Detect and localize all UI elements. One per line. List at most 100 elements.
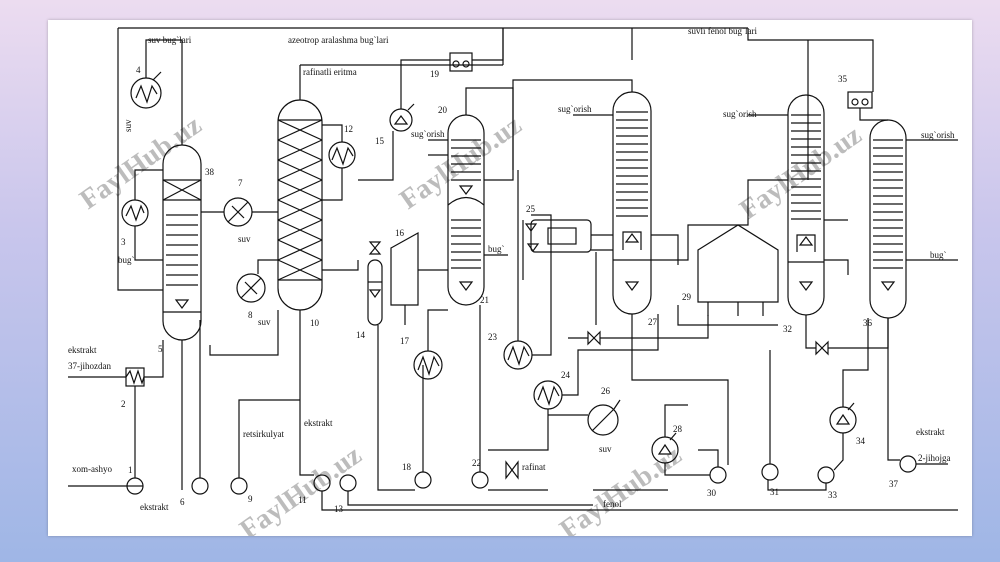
exchanger-8 — [236, 273, 266, 303]
label-sug-orish-25: sug`orish — [558, 104, 592, 114]
column-32 — [787, 94, 825, 316]
num-5: 5 — [158, 344, 163, 354]
drum-35 — [847, 91, 873, 109]
column-36 — [869, 119, 907, 319]
exchanger-24 — [533, 380, 563, 410]
column-21 — [447, 114, 485, 306]
column-10 — [277, 99, 323, 311]
column-5 — [162, 144, 202, 341]
drum-19 — [449, 52, 473, 72]
label-suv-7: suv — [238, 234, 251, 244]
pump-1 — [126, 477, 144, 495]
num-8: 8 — [248, 310, 253, 320]
num-22: 22 — [472, 458, 481, 468]
num-12: 12 — [344, 124, 353, 134]
pump-22 — [471, 471, 489, 489]
num-1: 1 — [128, 465, 133, 475]
label-sug-orish-29: sug`orish — [723, 109, 757, 119]
exchanger-17 — [413, 350, 443, 380]
watermark: FaylHub.uz — [734, 120, 867, 226]
label-jihozdan: 37-jihozdan — [68, 361, 111, 371]
num-20: 20 — [438, 105, 448, 115]
num-27: 27 — [648, 317, 658, 327]
num-4: 4 — [136, 65, 141, 75]
label-fenol: fenol — [603, 499, 622, 509]
num-15: 15 — [375, 136, 385, 146]
exchanger-34 — [829, 402, 857, 434]
num-36: 36 — [863, 318, 873, 328]
num-34: 34 — [856, 436, 866, 446]
exchanger-3 — [121, 199, 149, 227]
watermark: FaylHub.uz — [394, 110, 527, 216]
pump-37 — [899, 455, 917, 473]
label-xom-ashyo: xom-ashyo — [72, 464, 112, 474]
separator-16 — [390, 231, 419, 306]
num-26: 26 — [601, 386, 611, 396]
label-bug-21: bug` — [488, 244, 505, 254]
num-7: 7 — [238, 178, 243, 188]
watermark: FaylHub.uz — [554, 440, 687, 536]
label-azeotrop: azeotrop aralashma bug`lari — [288, 35, 389, 45]
num-14: 14 — [356, 330, 366, 340]
num-16: 16 — [395, 228, 405, 238]
watermark: FaylHub.uz — [234, 440, 367, 536]
num-18: 18 — [402, 462, 412, 472]
num-17: 17 — [400, 336, 410, 346]
pump-18 — [414, 471, 432, 489]
num-37: 37 — [889, 479, 899, 489]
process-flow-diagram: suv bug`lari azeotrop aralashma bug`lari… — [68, 26, 958, 546]
label-retsirkulyat: retsirkulyat — [243, 429, 284, 439]
num-10: 10 — [310, 318, 320, 328]
label-bug-36: bug` — [930, 250, 947, 260]
num-19: 19 — [430, 69, 440, 79]
label-rafinatli: rafinatli eritma — [303, 67, 357, 77]
num-2: 2 — [121, 399, 126, 409]
heat-exchanger-25 — [524, 219, 592, 253]
label-sug-orish-15: sug`orish — [411, 129, 445, 139]
num-32: 32 — [783, 324, 792, 334]
unit-29 — [697, 224, 779, 303]
pump-9 — [230, 477, 248, 495]
num-33: 33 — [828, 490, 838, 500]
pump-6 — [191, 477, 209, 495]
column-27 — [612, 91, 652, 315]
num-25: 25 — [526, 204, 536, 214]
num-38: 38 — [205, 167, 215, 177]
label-ekstrakt-right: ekstrakt — [916, 427, 945, 437]
pump-30 — [709, 466, 727, 484]
label-suv-8: suv — [258, 317, 271, 327]
num-31: 31 — [770, 487, 779, 497]
label-suv-buglari: suv bug`lari — [148, 35, 192, 45]
exchanger-23 — [503, 340, 533, 370]
pump-31 — [761, 463, 779, 481]
num-3: 3 — [121, 237, 126, 247]
num-35: 35 — [838, 74, 848, 84]
exchanger-7 — [223, 197, 253, 227]
pump-33 — [817, 466, 835, 484]
exchanger-2 — [125, 367, 145, 387]
label-sug-orish-36: sug`orish — [921, 130, 955, 140]
num-11: 11 — [298, 495, 307, 505]
num-9: 9 — [248, 494, 253, 504]
num-23: 23 — [488, 332, 498, 342]
num-6: 6 — [180, 497, 185, 507]
label-ekstrakt-pump1: ekstrakt — [140, 502, 169, 512]
num-29: 29 — [682, 292, 692, 302]
exchanger-12 — [328, 141, 356, 169]
label-jihozga: 2-jihojga — [918, 453, 951, 463]
receiver-14 — [367, 241, 383, 326]
label-rafinat: rafinat — [522, 462, 546, 472]
num-28: 28 — [673, 424, 683, 434]
exchanger-26 — [587, 399, 621, 436]
exchanger-15 — [389, 103, 415, 132]
label-ekstrakt-left: ekstrakt — [68, 345, 97, 355]
label-bug-3: bug` — [118, 255, 135, 265]
num-30: 30 — [707, 488, 717, 498]
label-suvli-fenol: suvli fenol bug`lari — [688, 26, 757, 36]
num-13: 13 — [334, 504, 344, 514]
label-suv-4: suv — [123, 119, 133, 132]
label-suv-26: suv — [599, 444, 612, 454]
num-21: 21 — [480, 295, 489, 305]
num-24: 24 — [561, 370, 571, 380]
label-ekstrakt-11: ekstrakt — [304, 418, 333, 428]
